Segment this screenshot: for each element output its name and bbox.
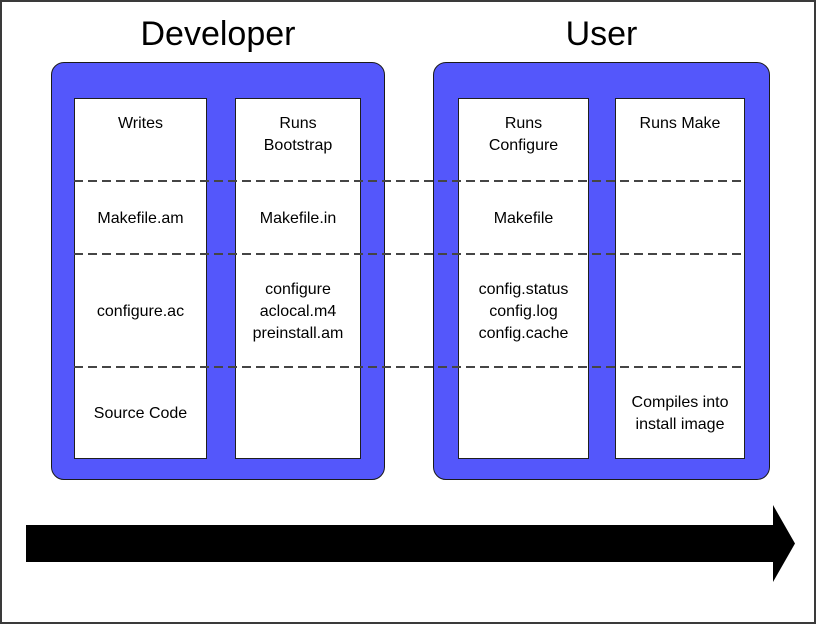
developer-section-title: Developer	[140, 15, 296, 53]
row-divider-dashed-line	[74, 366, 745, 368]
cell-empty	[459, 368, 588, 460]
cell-empty	[616, 255, 744, 368]
cell-writes: Writes	[117, 115, 164, 132]
cell-makefile: Makefile	[493, 209, 554, 227]
developer-writes-column: Writes Makefile.am configure.ac Source C…	[74, 98, 207, 459]
cell-makefile-in: Makefile.in	[259, 209, 337, 227]
cell-config-outputs: config.status config.log config.cache	[478, 280, 569, 342]
row-divider-dashed-line	[74, 253, 745, 255]
user-configure-column: Runs Configure Makefile config.status co…	[458, 98, 589, 459]
cell-runs-configure: Runs Configure	[488, 115, 559, 154]
cell-compiles-into: Compiles into install image	[631, 394, 729, 433]
cell-empty	[236, 368, 360, 460]
row-divider-dashed-line	[74, 180, 745, 182]
cell-runs-bootstrap: Runs Bootstrap	[263, 115, 333, 154]
cell-configure-outputs: configure aclocal.m4 preinstall.am	[252, 280, 344, 342]
cell-source-code: Source Code	[93, 405, 188, 422]
flow-arrow-shape	[26, 505, 795, 582]
developer-bootstrap-column: Runs Bootstrap Makefile.in configure acl…	[235, 98, 361, 459]
user-box: Runs Configure Makefile config.status co…	[433, 62, 770, 480]
developer-box: Writes Makefile.am configure.ac Source C…	[51, 62, 385, 480]
cell-makefile-am: Makefile.am	[97, 209, 184, 227]
cell-empty	[616, 182, 744, 255]
cell-configure-ac: configure.ac	[96, 302, 185, 320]
cell-runs-make: Runs Make	[639, 115, 721, 132]
user-section-title: User	[565, 15, 638, 53]
user-make-column: Runs Make Compiles into install image	[615, 98, 745, 459]
